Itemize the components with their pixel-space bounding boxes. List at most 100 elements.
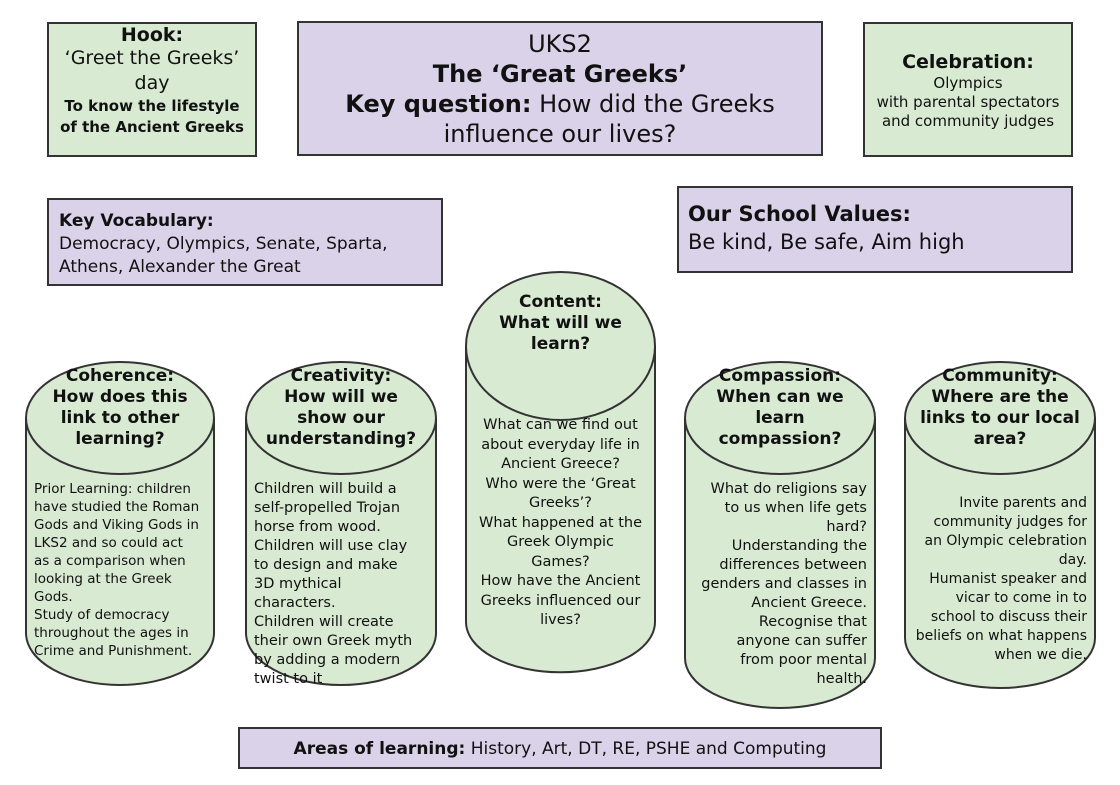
coherence-body-line: Prior Learning: children	[34, 481, 191, 497]
school-values-title: Our School Values:	[688, 202, 911, 226]
header-level: UKS2	[528, 30, 592, 58]
hook-box: Hook: ‘Greet the Greeks’ day To know the…	[47, 22, 257, 157]
creativity-body-line: Children will create	[254, 614, 394, 630]
content-body-line: What happened at the	[478, 514, 642, 531]
community-body-line: Invite parents and	[959, 495, 1087, 511]
creativity-body-line: Children will build a	[254, 481, 397, 497]
key-question-label: Key question:	[345, 90, 532, 118]
coherence-body: Prior Learning: children have studied th…	[34, 480, 216, 660]
coherence-heading-line: learning?	[75, 429, 165, 449]
vocabulary-line2: Athens, Alexander the Great	[59, 257, 301, 277]
compassion-body-line: Recognise that	[758, 614, 867, 630]
community-body-line: Humanist speaker and	[929, 571, 1087, 587]
community-body-line: vicar to come in to	[955, 590, 1087, 606]
content-body-line: Greeks’?	[529, 495, 592, 511]
coherence-body-line: Crime and Punishment.	[34, 643, 193, 659]
coherence-body-line: Gods and Viking Gods in	[34, 517, 199, 533]
vocabulary-box: Key Vocabulary: Democracy, Olympics, Sen…	[47, 198, 443, 286]
compassion-heading-line: Compassion:	[718, 366, 842, 386]
creativity-body-line: twist to it	[254, 671, 323, 687]
community-heading-line: links to our local	[920, 408, 1080, 428]
areas-of-learning-text: History, Art, DT, RE, PSHE and Computing	[465, 739, 827, 759]
vocabulary-title: Key Vocabulary:	[59, 211, 214, 231]
coherence-body-line: Study of democracy	[34, 607, 170, 623]
hook-line4: of the Ancient Greeks	[60, 118, 244, 136]
creativity-heading-line: Creativity:	[290, 366, 392, 386]
vocabulary-line1: Democracy, Olympics, Senate, Sparta,	[59, 234, 388, 254]
community-heading: Community: Where are the links to our lo…	[903, 366, 1097, 450]
areas-of-learning-box: Areas of learning: History, Art, DT, RE,…	[238, 727, 882, 769]
community-heading-line: area?	[973, 429, 1027, 449]
compassion-heading-line: learn	[755, 408, 805, 428]
creativity-body: Children will build a self-propelled Tro…	[254, 480, 438, 689]
content-body-line: What can we find out	[483, 417, 638, 433]
compassion-body-line: from poor mental	[740, 652, 867, 668]
areas-of-learning-label: Areas of learning:	[293, 739, 466, 759]
coherence-cylinder-shape	[25, 361, 215, 686]
content-body: What can we find out about everyday life…	[464, 416, 657, 631]
school-values-box: Our School Values: Be kind, Be safe, Aim…	[677, 186, 1073, 273]
header-key-question: Key question: How did the Greeks	[299, 89, 821, 119]
celebration-box: Celebration: Olympics with parental spec…	[863, 22, 1073, 157]
coherence-body-line: LKS2 and so could act	[34, 535, 183, 551]
coherence-heading-line: How does this	[52, 387, 188, 407]
compassion-cylinder: Compassion: When can we learn compassion…	[683, 348, 877, 713]
content-body-line: Who were the ‘Great	[485, 475, 636, 492]
creativity-body-line: to design and make	[254, 557, 398, 573]
celebration-line3: and community judges	[881, 112, 1055, 130]
content-heading-line: Content:	[519, 292, 602, 312]
key-question-text: How did the Greeks	[531, 90, 775, 118]
community-body-line: day.	[1058, 552, 1087, 568]
header-line4: influence our lives?	[443, 120, 677, 148]
compassion-heading-line: When can we	[716, 387, 844, 407]
coherence-heading-line: Coherence:	[65, 366, 175, 386]
hook-line3: To know the lifestyle	[64, 97, 240, 115]
compassion-body-line: to us when life gets	[724, 500, 867, 516]
content-body-line: lives?	[540, 612, 581, 628]
coherence-body-line: have studied the Roman	[34, 499, 200, 515]
content-cylinder: Content: What will we learn? What can we…	[464, 262, 657, 674]
content-body-line: Greek Olympic	[506, 534, 615, 550]
coherence-body-line: throughout the ages in	[34, 625, 189, 641]
compassion-heading: Compassion: When can we learn compassion…	[683, 366, 877, 450]
content-heading-line: What will we	[499, 313, 622, 333]
coherence-heading-line: link to other	[60, 408, 180, 428]
community-body-line: beliefs on what happens	[915, 628, 1087, 644]
community-heading-line: Where are the	[931, 387, 1069, 407]
coherence-body-line: Gods.	[34, 589, 73, 605]
community-body-line: school to discuss their	[930, 609, 1087, 625]
compassion-body-line: Understanding the	[731, 538, 867, 554]
compassion-body-line: health.	[816, 671, 867, 687]
celebration-title: Celebration:	[902, 51, 1034, 73]
community-body-line: an Olympic celebration	[924, 533, 1087, 549]
compassion-body-line: genders and classes in	[701, 576, 867, 592]
compassion-body-line: Ancient Greece.	[751, 595, 867, 611]
compassion-body-line: What do religions say	[710, 481, 868, 497]
coherence-body-line: as a comparison when	[34, 553, 186, 569]
content-body-line: Greeks influenced our	[480, 592, 641, 609]
creativity-body-line: 3D mythical	[254, 576, 342, 592]
hook-line1: ‘Greet the Greeks’	[64, 47, 240, 69]
creativity-heading-line: show our	[297, 408, 385, 428]
content-body-line: about everyday life in	[481, 436, 640, 453]
compassion-cylinder-shape	[684, 361, 876, 709]
school-values-text: Be kind, Be safe, Aim high	[688, 230, 965, 254]
header-topic: The ‘Great Greeks’	[432, 60, 688, 88]
hook-line2: day	[134, 72, 170, 94]
creativity-body-line: horse from wood.	[254, 519, 381, 535]
content-heading: Content: What will we learn?	[464, 292, 657, 355]
celebration-line1: Olympics	[933, 74, 1003, 92]
creativity-body-line: their own Greek myth	[254, 633, 413, 649]
coherence-heading: Coherence: How does this link to other l…	[24, 366, 216, 450]
creativity-body-line: self-propelled Trojan	[254, 500, 401, 516]
coherence-body-line: looking at the Greek	[34, 571, 172, 587]
community-cylinder: Community: Where are the links to our lo…	[903, 348, 1097, 693]
community-body-line: community judges for	[933, 514, 1087, 530]
content-heading-line: learn?	[530, 334, 591, 354]
community-heading-line: Community:	[942, 366, 1058, 386]
compassion-heading-line: compassion?	[718, 429, 842, 449]
community-body: Invite parents and community judges for …	[903, 494, 1087, 665]
content-cylinder-shape	[465, 271, 656, 674]
coherence-cylinder: Coherence: How does this link to other l…	[24, 348, 216, 688]
creativity-heading: Creativity: How will we show our underst…	[244, 366, 438, 450]
